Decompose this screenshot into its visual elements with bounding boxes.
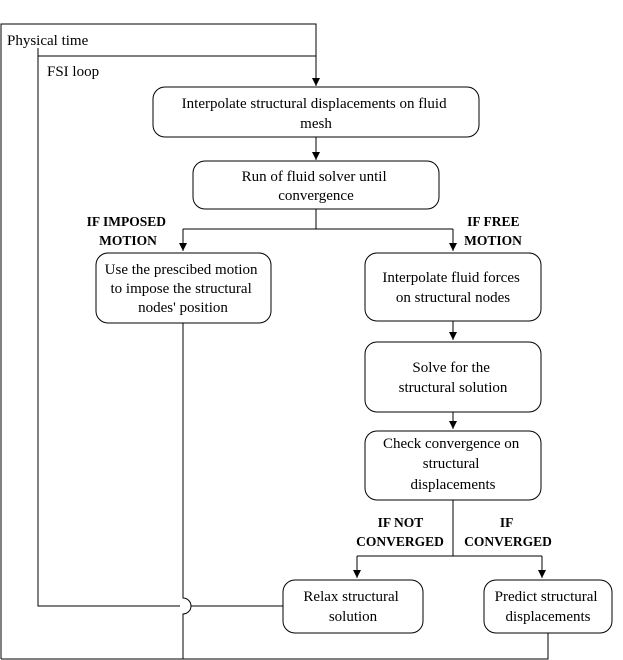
prescribed-motion-down-line (182, 323, 192, 659)
fluid-solver-text: Run of fluid solver until convergence (242, 169, 391, 204)
interpolate-forces-text: Interpolate fluid forces on structural n… (382, 270, 523, 306)
check-convergence-text: Check convergence on structural displace… (383, 436, 523, 493)
predict-displacements-text: Predict structural displacements (495, 589, 602, 625)
free-motion-condition: IF FREE MOTION (464, 214, 523, 248)
relax-solution-box (282, 579, 424, 634)
converged-condition: IF CONVERGED (464, 515, 552, 549)
physical-time-label: Physical time (7, 33, 89, 49)
interpolate-displacements-text: Interpolate structural displacements on … (182, 96, 451, 132)
solve-structure-box (364, 341, 542, 413)
physical-time-return-line (1, 633, 549, 660)
fsi-loop-frame (37, 55, 316, 607)
prescribed-motion-text: Use the prescibed motion to impose the s… (105, 262, 262, 316)
convergence-split-line (357, 500, 542, 557)
imposed-motion-condition: IF IMPOSED MOTION (87, 214, 170, 248)
relax-solution-text: Relax structural solution (303, 589, 402, 625)
fsi-loop-label: FSI loop (47, 64, 99, 80)
branch-split-line (183, 209, 453, 230)
not-converged-condition: IF NOT CONVERGED (356, 515, 444, 549)
solve-structure-text: Solve for the structural solution (399, 360, 508, 396)
interpolate-forces-box (364, 252, 542, 322)
predict-displacements-box (483, 579, 613, 634)
